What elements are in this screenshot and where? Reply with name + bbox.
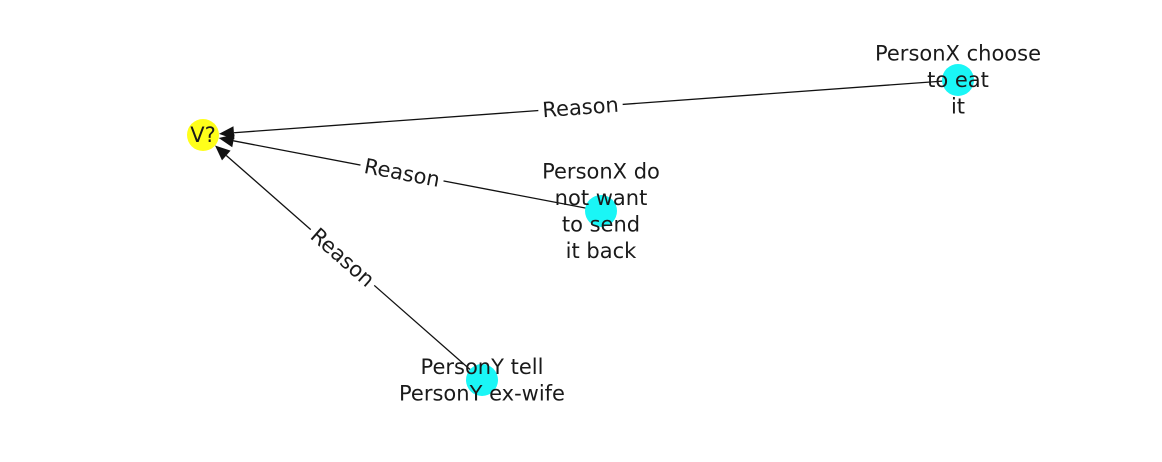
node-n2	[585, 195, 617, 227]
node-label-line: PersonX do	[542, 159, 660, 183]
node-label-line: it	[951, 95, 965, 119]
edge-label-group: Reason	[537, 91, 624, 124]
edge-label: Reason	[306, 223, 379, 292]
node-label-line: to send	[562, 212, 640, 236]
edge-label: Reason	[541, 93, 619, 122]
node-label-line: not want	[555, 186, 648, 210]
edge-label-background	[302, 219, 383, 296]
node-n1	[942, 64, 974, 96]
edge-label: Reason	[362, 154, 442, 192]
nodes-layer	[187, 64, 974, 396]
source-node-circle	[585, 195, 617, 227]
node-v	[187, 119, 219, 151]
edge-label-group: Reason	[302, 219, 383, 296]
edge-label-background	[537, 91, 624, 124]
node-label-line: it back	[566, 239, 637, 263]
arrowhead	[215, 145, 231, 161]
target-node-circle	[187, 119, 219, 151]
source-node-circle	[466, 364, 498, 396]
node-label-line: PersonX choose	[875, 42, 1041, 66]
node-label-line: to eat	[927, 68, 989, 92]
edge-label-group: Reason	[358, 152, 446, 194]
arrowhead	[218, 134, 235, 148]
edge-label-background	[358, 152, 446, 194]
node-label-line: PersonY tell	[421, 355, 544, 379]
node-n3	[466, 364, 498, 396]
node-label-line: V?	[190, 123, 216, 147]
source-node-circle	[942, 64, 974, 96]
node-label-line: PersonY ex-wife	[399, 381, 565, 405]
